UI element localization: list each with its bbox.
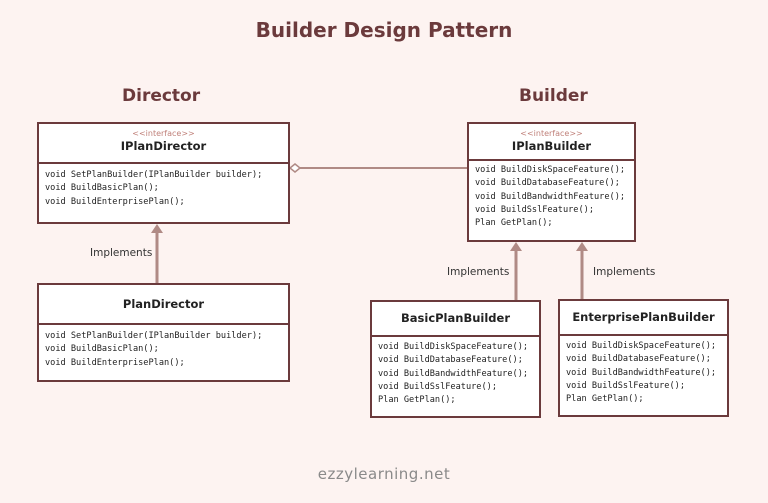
class-name: BasicPlanBuilder [401, 311, 510, 325]
method: void BuildEnterprisePlan(); [45, 196, 185, 207]
class-header: <<interface>> IPlanDirector [39, 124, 288, 164]
basic-plan-builder-class: BasicPlanBuilder void BuildDiskSpaceFeat… [370, 300, 541, 418]
method: Plan GetPlan(); [378, 395, 456, 406]
method: void BuildDatabaseFeature(); [475, 178, 620, 189]
method: void BuildBandwidthFeature(); [378, 368, 529, 379]
method: void SetPlanBuilder(IPlanBuilder builder… [45, 170, 263, 180]
method: void BuildBasicPlan(); [45, 183, 159, 194]
method: void BuildDiskSpaceFeature(); [566, 341, 717, 351]
method: void BuildSslFeature(); [475, 204, 594, 215]
implements-label-enterprise: Implements [593, 266, 656, 278]
class-name: PlanDirector [122, 297, 205, 311]
implements-label-director: Implements [90, 247, 153, 259]
method: void BuildEnterprisePlan(); [45, 357, 185, 368]
method-list: void BuildDiskSpaceFeature(); void BuildD… [469, 161, 634, 235]
method: void SetPlanBuilder(IPlanBuilder builder… [45, 331, 263, 341]
class-name: IPlanBuilder [511, 139, 592, 153]
footer-site-name: ezzylearning.net [317, 465, 451, 483]
class-name: EnterprisePlanBuilder [572, 310, 715, 324]
iplan-director-class: <<interface>> IPlanDirector void SetPlan… [37, 122, 290, 224]
method: void BuildDiskSpaceFeature(); [475, 165, 626, 175]
method: void BuildSslFeature(); [566, 380, 685, 391]
arrowhead-enterprise-icon [576, 242, 588, 251]
arrowhead-director-icon [151, 224, 163, 233]
interface-stereotype: <<interface>> [520, 129, 583, 138]
class-header: <<interface>> IPlanBuilder [469, 124, 634, 161]
builder-section-title: Builder [519, 86, 588, 106]
class-name: IPlanDirector [120, 139, 207, 153]
method: void BuildDatabaseFeature(); [378, 355, 523, 366]
arrowhead-basic-icon [510, 242, 522, 251]
interface-stereotype: <<interface>> [132, 129, 195, 138]
method: void BuildDatabaseFeature(); [566, 354, 711, 365]
method-list: void BuildDiskSpaceFeature(); void BuildD… [372, 337, 539, 412]
director-section-title: Director [122, 86, 201, 106]
plan-director-class: PlanDirector void SetPlanBuilder(IPlanBu… [37, 283, 290, 382]
iplan-builder-class: <<interface>> IPlanBuilder void BuildDis… [467, 122, 636, 242]
method-list: void SetPlanBuilder(IPlanBuilder builder… [39, 325, 288, 375]
method: void BuildBandwidthFeature(); [566, 367, 717, 378]
method: void BuildSslFeature(); [378, 381, 497, 392]
enterprise-plan-builder-class: EnterprisePlanBuilder void BuildDiskSpac… [558, 299, 729, 417]
class-header: PlanDirector [39, 285, 288, 325]
method: Plan GetPlan(); [475, 218, 553, 229]
class-header: BasicPlanBuilder [372, 302, 539, 337]
diagram-title: Builder Design Pattern [255, 18, 513, 42]
method: Plan GetPlan(); [566, 394, 644, 405]
method: void BuildBasicPlan(); [45, 344, 159, 355]
implements-label-basic: Implements [447, 266, 510, 278]
method-list: void BuildDiskSpaceFeature(); void BuildD… [560, 336, 727, 411]
method: void BuildDiskSpaceFeature(); [378, 342, 529, 352]
class-header: EnterprisePlanBuilder [560, 301, 727, 336]
aggregation-diamond-icon [288, 163, 302, 173]
method: void BuildBandwidthFeature(); [475, 191, 626, 202]
method-list: void SetPlanBuilder(IPlanBuilder builder… [39, 164, 288, 214]
